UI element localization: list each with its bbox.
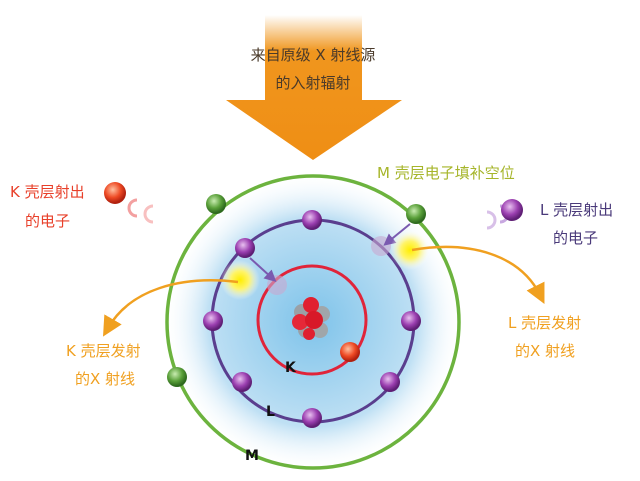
l-vacancy (371, 236, 391, 256)
l-electrons (203, 210, 421, 428)
l-ejected-electron (486, 199, 523, 230)
incident-radiation-arrow (226, 15, 402, 160)
l-ejected-label-line2: 的电子 (553, 229, 598, 247)
l-ejected-label-line1: L 壳层射出 (540, 201, 613, 219)
arrow-text-line2: 的入射辐射 (275, 74, 350, 92)
m-fill-label: M 壳层电子填补空位 (377, 164, 515, 182)
k-xray-label-line1: K 壳层发射 (66, 342, 141, 360)
m-shell-label: M (245, 448, 259, 464)
l-xray-label-line2: 的X 射线 (515, 342, 575, 360)
k-vacancy (267, 275, 287, 295)
k-ejected-electron (104, 182, 154, 224)
k-xray-label-line2: 的X 射线 (75, 370, 135, 388)
l-xray-flash (390, 230, 430, 270)
l-xray-label-line1: L 壳层发射 (508, 314, 581, 332)
k-xray-flash (220, 260, 260, 300)
k-shell-label: K (285, 360, 297, 376)
k-ejected-label-line1: K 壳层射出 (10, 183, 85, 201)
m-electrons (167, 194, 426, 387)
arrow-text-line1: 来自原级 X 射线源 (251, 46, 376, 64)
m-shell (165, 174, 461, 470)
l-to-k-transition-arrow (249, 257, 277, 283)
k-shell (256, 264, 368, 376)
k-ejected-label-line2: 的电子 (25, 212, 70, 230)
m-to-l-transition-arrow (383, 223, 411, 246)
k-xray-arrow (102, 279, 239, 337)
l-shell-label: L (266, 404, 275, 420)
nucleus (292, 297, 330, 340)
l-xray-arrow (411, 245, 545, 304)
k-electron (340, 342, 360, 362)
